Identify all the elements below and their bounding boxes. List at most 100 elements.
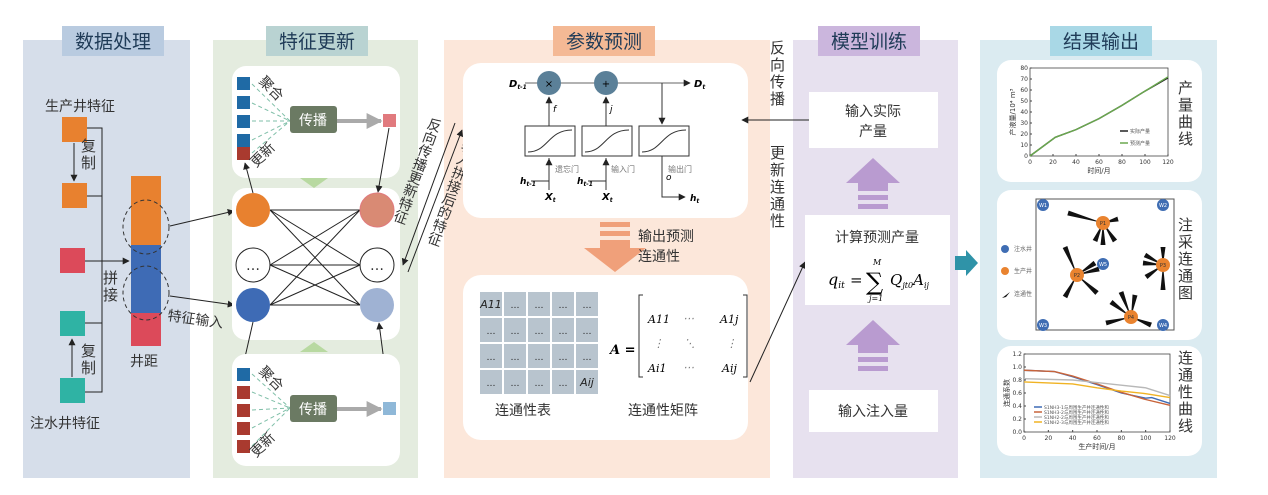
x-tick-label: 40 [1069, 435, 1077, 442]
connectivity-table: A11………………………………………………Aij [479, 292, 598, 394]
title-data-processing: 数据处理 [62, 26, 164, 56]
table-cell [504, 318, 526, 342]
x-axis-label: 时间/月 [1087, 166, 1110, 175]
ellipsis-text: … [246, 258, 260, 274]
producer-well-label: P1 [1100, 221, 1106, 227]
producer-feature-block [62, 117, 87, 142]
dashed-circle [122, 265, 170, 321]
lstm-diagram: × + Dt-1 Dt f j o 遗忘门 输入门 输出门 ht-1 ht-1 … [509, 71, 706, 205]
matrix-ai1: Ai1 [647, 362, 666, 375]
updated-feature-bottom [383, 402, 396, 415]
concat-bar-injector [131, 245, 161, 313]
connectivity-curve-label: 连通性曲线 [1176, 350, 1194, 435]
matrix-caption: 连通性矩阵 [628, 403, 698, 419]
matrix-hdots: ⋯ [683, 361, 694, 374]
x-tick-label: 80 [1118, 435, 1126, 442]
injector-well-label: W2 [1159, 203, 1167, 209]
propagate-label: 传播 [299, 113, 327, 129]
concat-bar-producer [131, 176, 161, 245]
connectivity-chart-card [997, 346, 1202, 456]
producer-well-label: P2 [1074, 273, 1080, 279]
backprop-arrow [401, 122, 456, 266]
table-cell [528, 344, 550, 368]
injector-well [1037, 319, 1049, 331]
connectivity-wedge [1077, 275, 1099, 295]
table-cell-text: … [487, 327, 496, 337]
x-tick-label: 20 [1045, 435, 1053, 442]
compute-box [805, 215, 950, 305]
node-producer [236, 193, 270, 227]
node-ellipsis [235, 247, 271, 283]
x-tick-label: 80 [1118, 159, 1126, 166]
d-prev: D [509, 79, 517, 90]
table-cell [576, 370, 598, 394]
y-tick-label: 0.6 [1012, 390, 1022, 397]
injector-well [1037, 199, 1049, 211]
table-cell [528, 318, 550, 342]
input-concat-arrow [407, 129, 464, 273]
update-arrow [375, 127, 390, 193]
copy-label: 复制 [79, 342, 97, 377]
table-cell-text: … [559, 327, 568, 337]
legend-producer: 生产井 [1014, 267, 1032, 275]
y-tick-label: 1.0 [1012, 364, 1022, 371]
table-cell-text: … [559, 379, 568, 389]
formula-A-sub: ij [924, 281, 930, 290]
y-axis-label: 产液量/10⁴ m³ [1008, 88, 1017, 135]
table-cell [552, 344, 574, 368]
connectivity-box [463, 275, 748, 440]
table-cell [576, 318, 598, 342]
table-cell [480, 292, 502, 316]
backprop-vertical-label: 反向传播 [768, 40, 786, 108]
producer-well [1096, 216, 1110, 230]
legend-label: S1NH3-2与周围生产井连通性和 [1044, 409, 1109, 416]
y-tick-label: 0.0 [1012, 429, 1022, 436]
x-tick-label: 100 [1139, 159, 1151, 166]
legend-label: 实际产量 [1130, 128, 1150, 135]
injector-well-label: W1 [1039, 203, 1047, 209]
connectivity-wedge [1160, 265, 1166, 290]
producer-well-label: P3 [1160, 263, 1166, 269]
matrix-vdots: ⋮ [726, 337, 737, 350]
matrix-vdots: ⋮ [653, 337, 664, 350]
node-ellipsis [359, 247, 395, 283]
y-tick-label: 70 [1020, 76, 1028, 83]
svg-text:ht-1: ht-1 [577, 177, 593, 188]
injector-well-label: W5 [1099, 262, 1107, 268]
legend-producer-icon [1001, 267, 1009, 275]
injector-well [1157, 319, 1169, 331]
table-cell-text: Aij [579, 376, 595, 389]
producer-well [1070, 268, 1084, 282]
legend-label: S1NH3-1与周围生产井连通性和 [1044, 404, 1109, 411]
table-cell [528, 292, 550, 316]
legend-connectivity-icon [1002, 292, 1010, 298]
o-label: o [666, 173, 672, 183]
table-cell-text: A11 [479, 298, 502, 311]
input-actual-box [809, 92, 938, 148]
legend-injector: 注水井 [1014, 245, 1032, 253]
h-prev-sub: t-1 [526, 181, 536, 188]
table-cell-text: … [535, 353, 544, 363]
feature-input-arrow [169, 209, 235, 227]
j-label: j [608, 105, 613, 115]
h-t-sub: t [696, 198, 700, 205]
y-axis-label: 连通系数 [1002, 379, 1011, 407]
connectivity-wedge [1160, 247, 1166, 265]
svg-text:Xt: Xt [544, 192, 557, 204]
formula-sum: ∑ [866, 268, 883, 296]
legend-label: S1NH2-3与周围生产井连通性和 [1044, 419, 1109, 426]
gnn-edge [269, 209, 361, 306]
add-node [594, 71, 618, 95]
table-cell-text: … [511, 327, 520, 337]
x-tick-label: 0 [1022, 435, 1026, 442]
legend-connectivity: 连通性 [1014, 290, 1032, 298]
table-cell-text: … [535, 327, 544, 337]
y-tick-label: 50 [1020, 98, 1028, 105]
input-gate-label: 输入门 [611, 164, 635, 174]
add-symbol: + [602, 79, 610, 90]
input-injection-box [809, 390, 938, 432]
series-line [1029, 76, 1169, 157]
x-tick-label: 20 [1049, 159, 1057, 166]
formula-Q: Q [890, 271, 902, 289]
